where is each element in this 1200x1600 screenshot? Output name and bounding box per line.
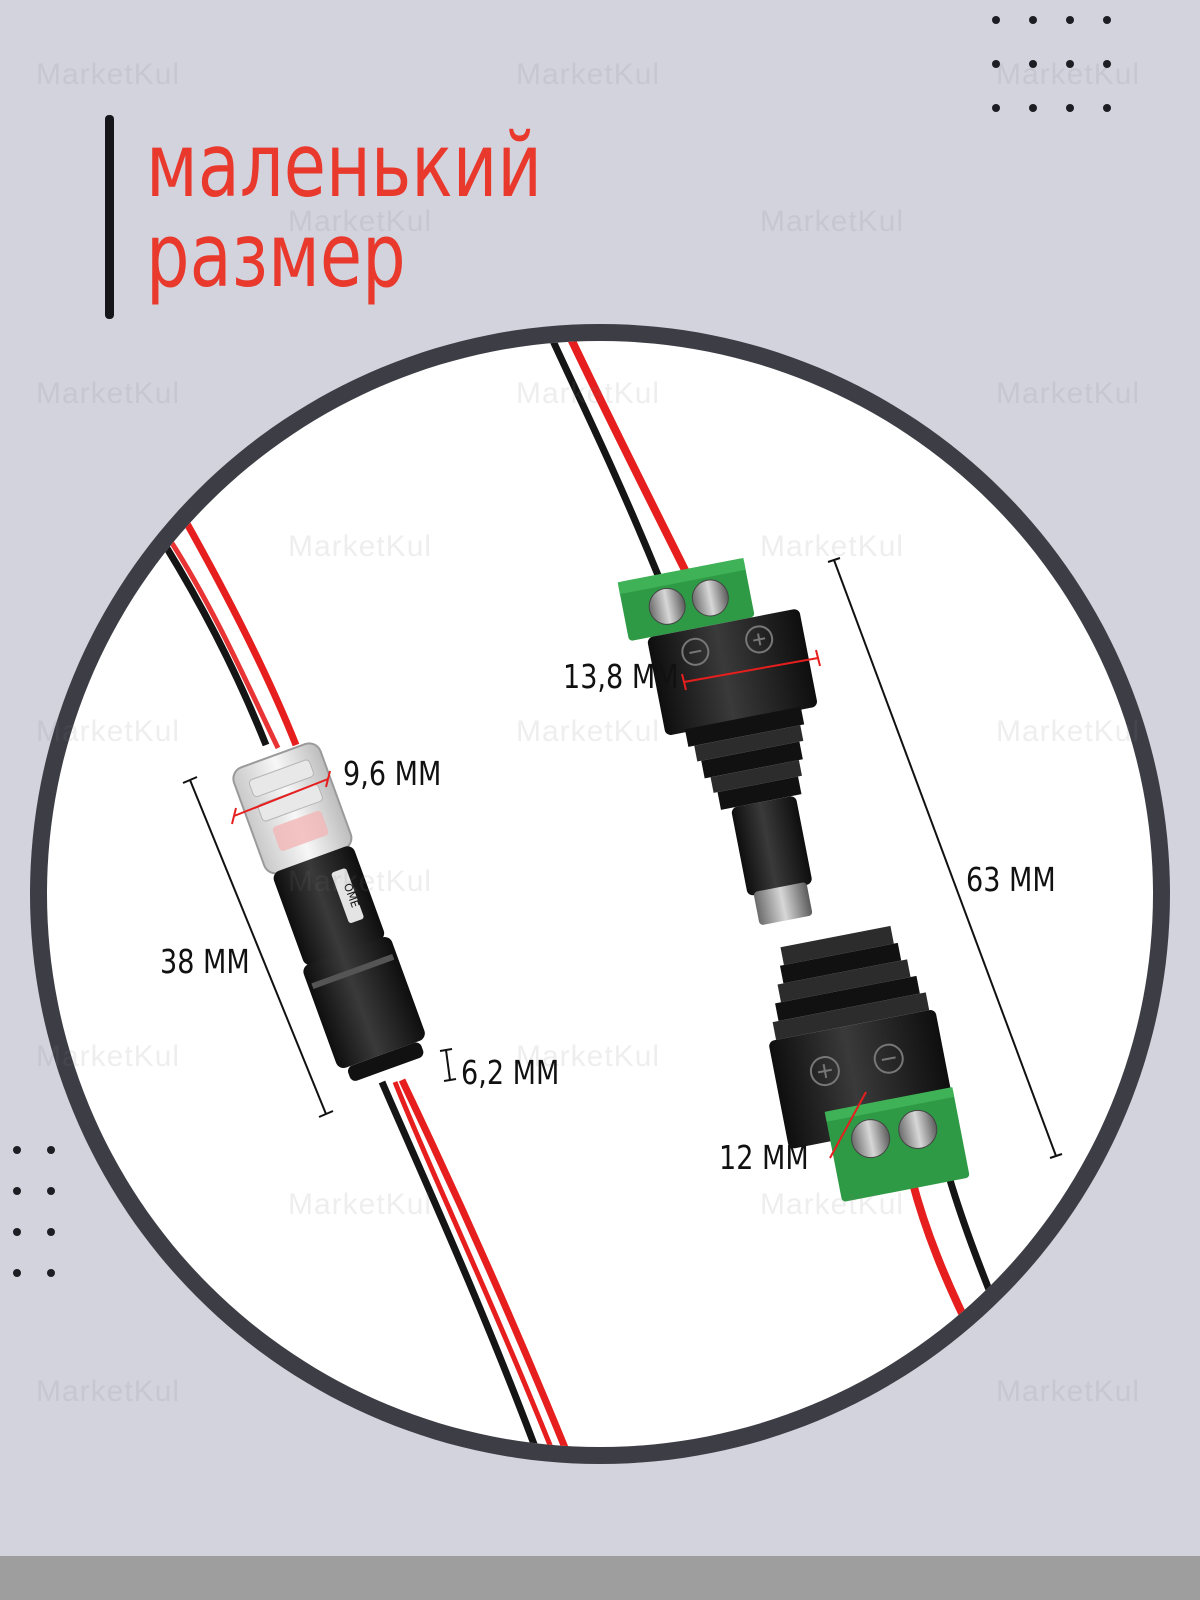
- dimension-small-width: 9,6 ММ: [343, 754, 442, 793]
- dimension-dc-width: 13,8 ММ: [563, 657, 679, 696]
- title-line-2: размер: [146, 204, 406, 307]
- measure-small-length: [189, 779, 327, 1115]
- measure-small-width: [233, 778, 329, 817]
- bottom-band: [0, 1556, 1200, 1600]
- dimension-small-thickness: 6,2 ММ: [461, 1053, 560, 1092]
- title-accent-bar: [105, 115, 114, 319]
- quick-connector: OME: [232, 742, 425, 1081]
- dc-connector-top: [617, 557, 817, 925]
- dimension-dc-length: 63 ММ: [966, 860, 1056, 899]
- dimension-small-length: 38 ММ: [160, 942, 250, 981]
- measure-dc-width: [683, 657, 819, 683]
- title-line-1: маленький: [146, 114, 542, 217]
- measure-dc-length: [833, 559, 1057, 1157]
- measure-dc-height: [829, 1091, 867, 1159]
- dc-connector-bottom: [769, 925, 970, 1202]
- dimension-dc-height: 12 ММ: [719, 1138, 809, 1177]
- dot-grid-decoration: [992, 16, 1111, 112]
- dot-grid-decoration: [13, 1146, 55, 1277]
- measure-small-thickness: [445, 1049, 451, 1081]
